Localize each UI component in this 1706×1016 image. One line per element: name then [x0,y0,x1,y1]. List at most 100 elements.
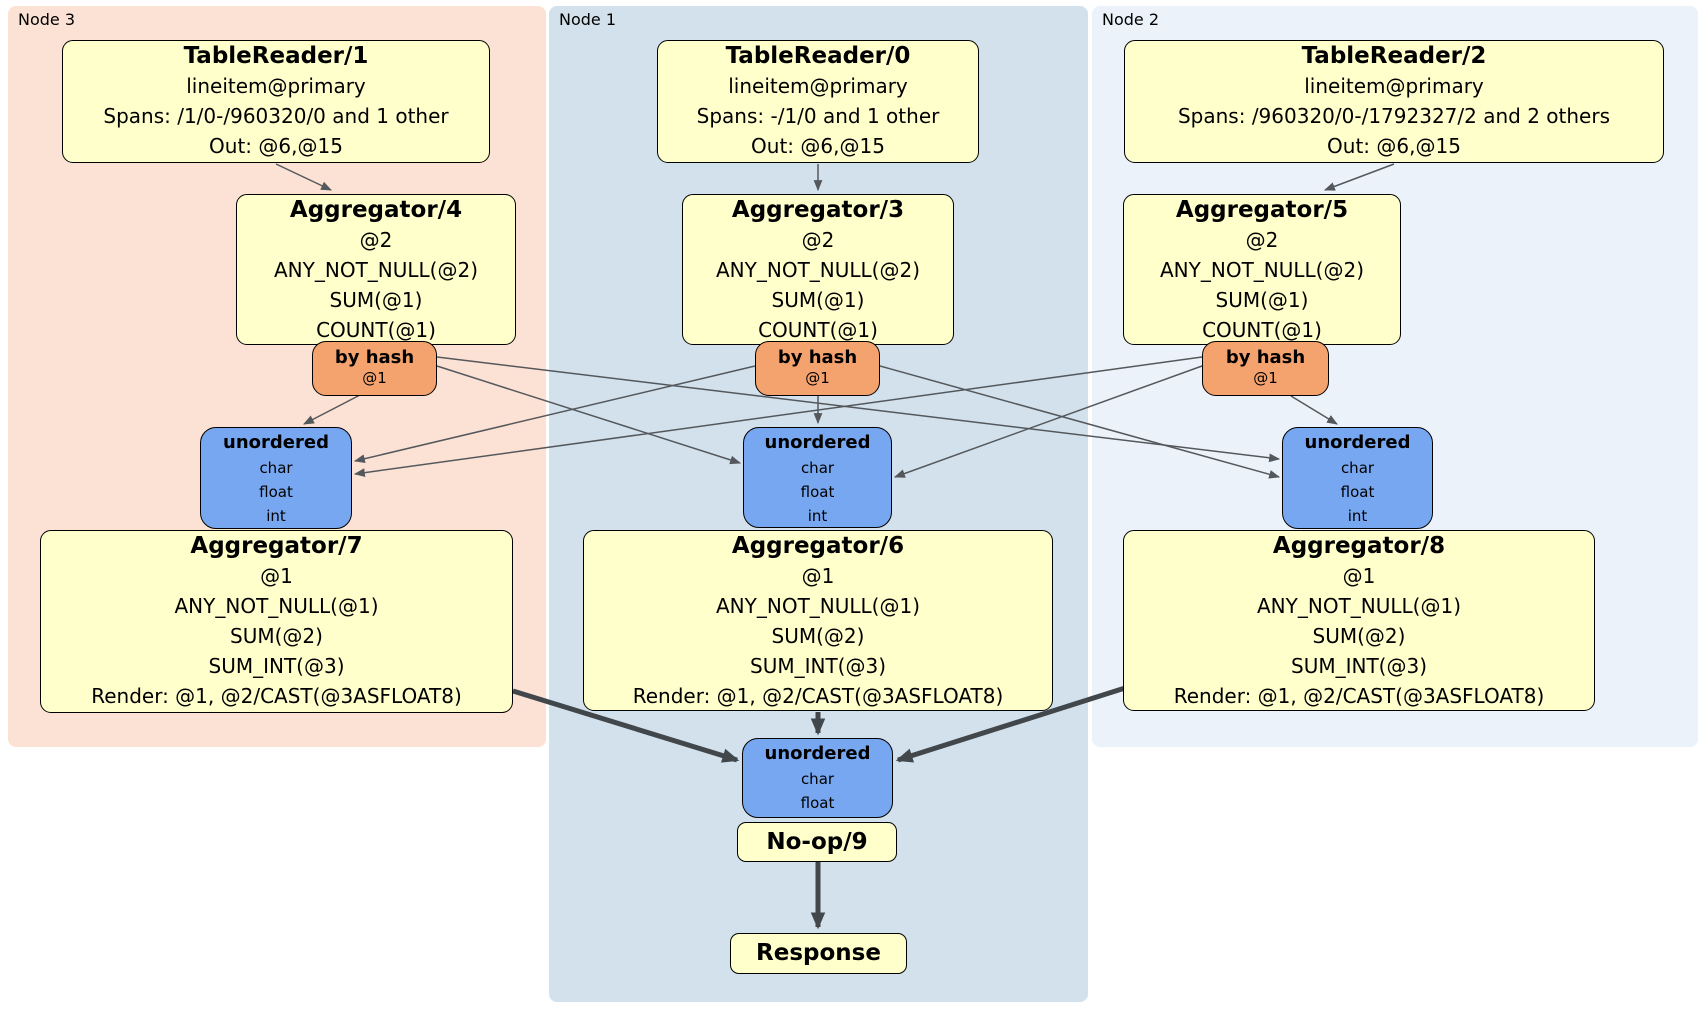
box-line: COUNT(@1) [1202,318,1322,342]
box-title: Aggregator/7 [190,533,363,559]
sync-item: float [1340,483,1375,501]
box-title: Aggregator/4 [289,197,463,223]
hash-router-node1: by hash @1 [755,341,880,396]
sync-item: float [800,794,835,812]
sync-title: unordered [223,432,329,453]
box-title: Response [756,940,881,966]
aggregator-5-box: Aggregator/5 @2 ANY_NOT_NULL(@2) SUM(@1)… [1123,194,1401,345]
node1-label: Node 1 [559,10,617,29]
unordered-sync-node1: unordered char float int [743,427,892,528]
edge-agg8-unofinal [895,685,1126,763]
box-line: Spans: /960320/0-/1792327/2 and 2 others [1177,104,1610,128]
box-line: SUM(@2) [771,624,865,648]
box-line: ANY_NOT_NULL(@1) [716,594,920,618]
sync-item: char [1340,459,1375,477]
aggregator-3-box: Aggregator/3 @2 ANY_NOT_NULL(@2) SUM(@1)… [682,194,954,345]
edge-agg7-unofinal [512,688,740,763]
aggregator-6-box: Aggregator/6 @1 ANY_NOT_NULL(@1) SUM(@2)… [583,530,1053,711]
edge-hash3-uno3 [303,394,361,425]
box-line: Spans: -/1/0 and 1 other [696,104,940,128]
box-title: Aggregator/3 [731,197,905,223]
box-line: lineitem@primary [186,74,366,98]
box-line: Render: @1, @2/CAST(@3ASFLOAT8) [1173,684,1545,708]
box-line: SUM(@1) [771,288,865,312]
node3-label: Node 3 [18,10,76,29]
edge-hash2-uno3 [353,356,1203,478]
box-line: SUM(@2) [1312,624,1406,648]
box-line: @1 [801,564,835,588]
box-line: ANY_NOT_NULL(@2) [716,258,920,282]
box-line: Out: @6,@15 [1327,134,1461,158]
unordered-sync-final: unordered char float [742,738,893,818]
box-line: @1 [260,564,293,588]
box-line: SUM_INT(@3) [750,654,886,678]
sync-item: int [1347,507,1368,525]
box-line: @2 [801,228,835,252]
box-title: TableReader/0 [725,43,911,69]
edge-hash3-uno1 [436,365,742,465]
box-line: lineitem@primary [1304,74,1484,98]
box-line: Render: @1, @2/CAST(@3ASFLOAT8) [632,684,1004,708]
router-detail: @1 [362,369,387,387]
response-box: Response [730,933,907,974]
box-line: ANY_NOT_NULL(@1) [174,594,379,618]
sync-item: float [259,483,293,501]
box-line: SUM(@2) [230,624,323,648]
box-line: Out: @6,@15 [751,134,885,158]
sync-item: char [259,459,293,477]
sync-item: char [800,459,835,477]
box-title: Aggregator/8 [1272,533,1446,559]
edge-hash2-uno2 [1290,395,1338,425]
box-title: TableReader/1 [183,43,369,69]
box-title: TableReader/2 [1301,43,1487,69]
edge-hash2-uno1 [893,365,1203,478]
router-detail: @1 [805,369,830,387]
box-line: SUM_INT(@3) [208,654,345,678]
box-line: COUNT(@1) [316,318,436,342]
box-line: COUNT(@1) [758,318,878,342]
edge-hash3-uno2 [436,356,1281,463]
sync-item: float [800,483,835,501]
hash-router-node3: by hash @1 [312,341,437,396]
router-title: by hash [777,347,858,368]
sync-item: char [800,770,835,788]
edge-tr2-agg5 [1323,163,1395,191]
box-line: ANY_NOT_NULL(@2) [1160,258,1364,282]
box-line: @2 [359,228,393,252]
box-line: lineitem@primary [728,74,908,98]
box-line: SUM(@1) [1215,288,1309,312]
tablereader-1-box: TableReader/1 lineitem@primary Spans: /1… [62,40,490,163]
box-line: SUM_INT(@3) [1291,654,1427,678]
box-line: ANY_NOT_NULL(@2) [274,258,478,282]
edge-hash1-uno3 [353,365,756,463]
sync-title: unordered [1304,432,1411,453]
box-line: SUM(@1) [329,288,423,312]
box-title: Aggregator/5 [1175,197,1349,223]
box-title: No-op/9 [766,828,868,855]
router-title: by hash [1225,347,1306,368]
aggregator-7-box: Aggregator/7 @1 ANY_NOT_NULL(@1) SUM(@2)… [40,530,513,713]
box-line: @2 [1245,228,1279,252]
tablereader-0-box: TableReader/0 lineitem@primary Spans: -/… [657,40,979,163]
sync-item: int [266,507,286,525]
aggregator-4-box: Aggregator/4 @2 ANY_NOT_NULL(@2) SUM(@1)… [236,194,516,345]
box-title: Aggregator/6 [731,533,905,559]
box-line: Out: @6,@15 [209,134,343,158]
box-line: Spans: /1/0-/960320/0 and 1 other [103,104,449,128]
router-detail: @1 [1253,369,1278,387]
sync-title: unordered [764,432,871,453]
sync-item: int [807,507,828,525]
unordered-sync-node2: unordered char float int [1282,427,1433,529]
edge-tr1-agg4 [275,163,332,191]
box-line: ANY_NOT_NULL(@1) [1257,594,1461,618]
box-line: Render: @1, @2/CAST(@3ASFLOAT8) [91,684,462,708]
edge-hash1-uno2 [879,365,1281,479]
sync-title: unordered [764,743,871,764]
aggregator-8-box: Aggregator/8 @1 ANY_NOT_NULL(@1) SUM(@2)… [1123,530,1595,711]
tablereader-2-box: TableReader/2 lineitem@primary Spans: /9… [1124,40,1664,163]
hash-router-node2: by hash @1 [1202,341,1329,396]
router-title: by hash [334,347,415,368]
noop-box: No-op/9 [737,822,897,862]
